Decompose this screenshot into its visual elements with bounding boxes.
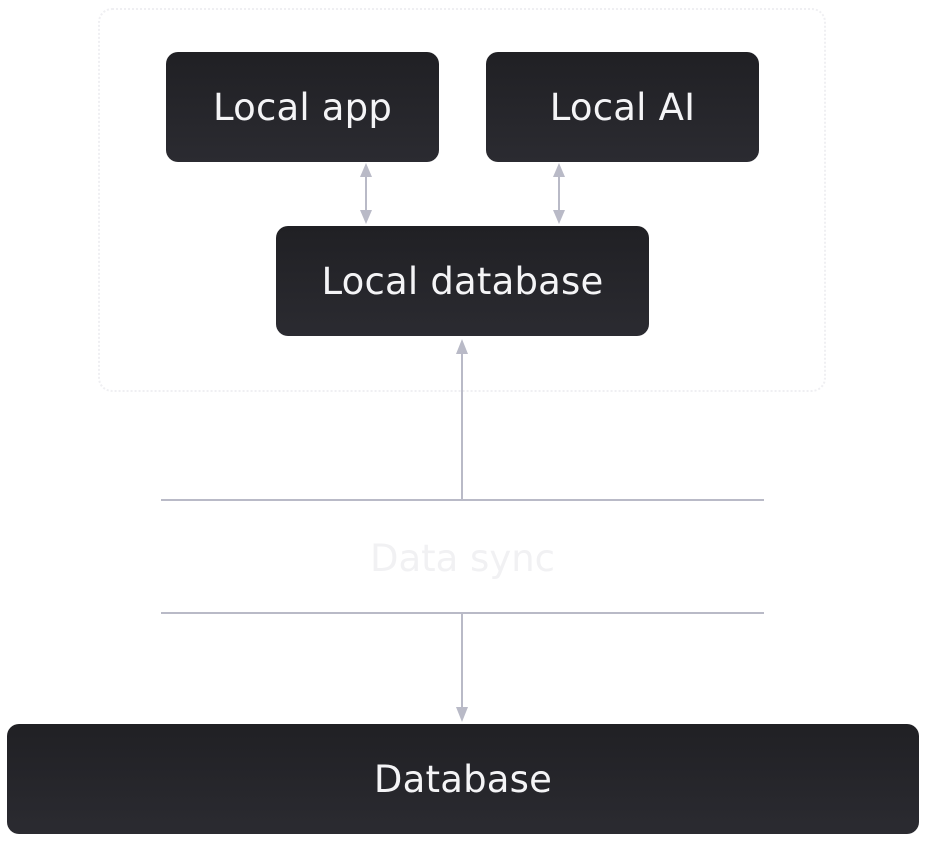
local-app-node: Local app: [166, 52, 439, 162]
arrowhead-database-down: [456, 707, 468, 722]
data-sync-label: Data sync: [369, 536, 556, 580]
arrowhead-ai-up: [553, 163, 565, 177]
local-database-label: Local database: [321, 259, 604, 303]
arrowhead-ai-down: [553, 210, 565, 224]
local-app-label: Local app: [212, 85, 393, 129]
arrowhead-localdb-up: [456, 339, 468, 354]
database-node: Database: [7, 724, 919, 834]
arrowhead-app-down: [360, 210, 372, 224]
local-ai-label: Local AI: [549, 85, 696, 129]
arrowhead-app-up: [360, 163, 372, 177]
database-label: Database: [373, 757, 553, 801]
local-ai-node: Local AI: [486, 52, 759, 162]
local-database-node: Local database: [276, 226, 649, 336]
